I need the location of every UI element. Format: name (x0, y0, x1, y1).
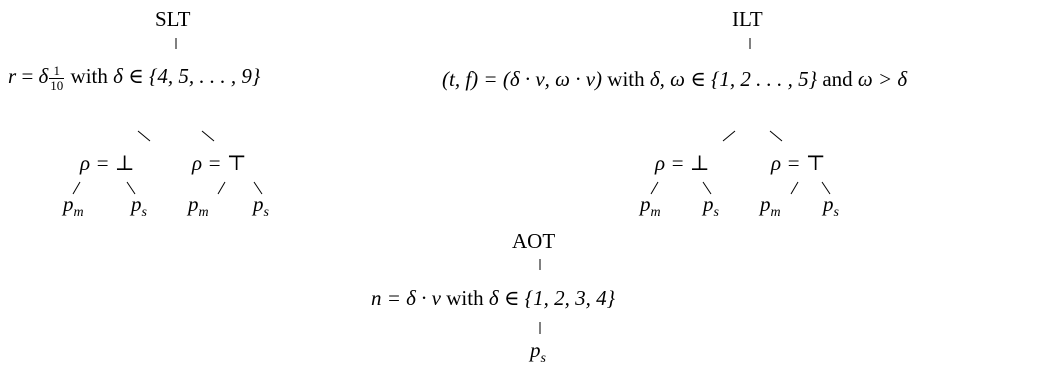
slt-eq: = (16, 63, 39, 88)
slt-frac-num: 1 (49, 64, 65, 79)
ilt-cond: δ, ω ∈ {1, 2 . . . , 5} (649, 67, 818, 91)
ilt-branch-bottom: ρ = ⊥ (655, 151, 710, 175)
leaf-base: p (63, 192, 74, 216)
leaf-base: p (760, 192, 771, 216)
slt-leaf-3: pm (188, 192, 209, 220)
ilt-leaf-1: pm (640, 192, 661, 220)
ilt-root-label: (t, f) = (δ · ν, ω · ν) with δ, ω ∈ {1, … (442, 69, 907, 90)
aot-leaf: ps (530, 338, 546, 366)
ilt-edge-right (769, 130, 783, 142)
aot-cond: δ ∈ {1, 2, 3, 4} (488, 286, 615, 310)
slt-title: SLT (155, 7, 191, 31)
slt-edge-ll (72, 181, 81, 195)
ilt-leaf-4: ps (823, 192, 839, 220)
slt-var: r (8, 63, 17, 88)
leaf-base: p (188, 192, 199, 216)
slt-leaf-4: ps (253, 192, 269, 220)
slt-branch-top: ρ = ⊤ (192, 151, 247, 175)
leaf-base: p (253, 192, 264, 216)
ilt-title: ILT (732, 7, 763, 31)
ilt-edge-rr (821, 181, 831, 195)
leaf-sub: m (770, 205, 781, 220)
leaf-sub: s (713, 205, 719, 220)
slt-edge-rr (253, 181, 263, 195)
ilt-cond2: ω > δ (857, 67, 908, 91)
slt-with: with (65, 63, 114, 88)
slt-edge-rl (217, 181, 226, 195)
aot-with: with (441, 286, 489, 310)
leaf-base: p (640, 192, 651, 216)
leaf-sub: s (263, 205, 269, 220)
leaf-sub: s (833, 205, 839, 220)
slt-leaf-2: ps (131, 192, 147, 220)
leaf-base: p (703, 192, 714, 216)
leaf-sub: m (73, 205, 84, 220)
ilt-branch-top: ρ = ⊤ (771, 151, 826, 175)
aot-lhs: n = δ · ν (371, 286, 442, 310)
ilt-leaf-2: ps (703, 192, 719, 220)
ilt-and: and (817, 67, 858, 91)
slt-edge-right (201, 130, 215, 142)
ilt-edge-left (722, 130, 736, 142)
slt-edge-lr (126, 181, 136, 195)
leaf-base: p (530, 338, 541, 362)
aot-root-label: n = δ · ν with δ ∈ {1, 2, 3, 4} (371, 288, 615, 309)
aot-title: AOT (512, 229, 556, 253)
leaf-sub: m (650, 205, 661, 220)
ilt-edge-ll (650, 181, 659, 195)
ilt-edge-lr (702, 181, 712, 195)
leaf-base: p (823, 192, 834, 216)
slt-leaf-1: pm (63, 192, 84, 220)
ilt-edge-rl (790, 181, 799, 195)
ilt-with: with (602, 67, 650, 91)
ilt-lhs: (t, f) = (δ · ν, ω · ν) (442, 67, 603, 91)
slt-branch-bottom: ρ = ⊥ (80, 151, 135, 175)
leaf-sub: m (198, 205, 209, 220)
slt-edge-left (137, 130, 151, 142)
slt-frac-den: 10 (50, 77, 64, 93)
slt-cond: δ ∈ {4, 5, . . . , 9} (113, 63, 261, 88)
leaf-sub: s (540, 351, 546, 366)
leaf-base: p (131, 192, 142, 216)
ilt-leaf-3: pm (760, 192, 781, 220)
slt-delta: δ (38, 63, 49, 88)
leaf-sub: s (141, 205, 147, 220)
